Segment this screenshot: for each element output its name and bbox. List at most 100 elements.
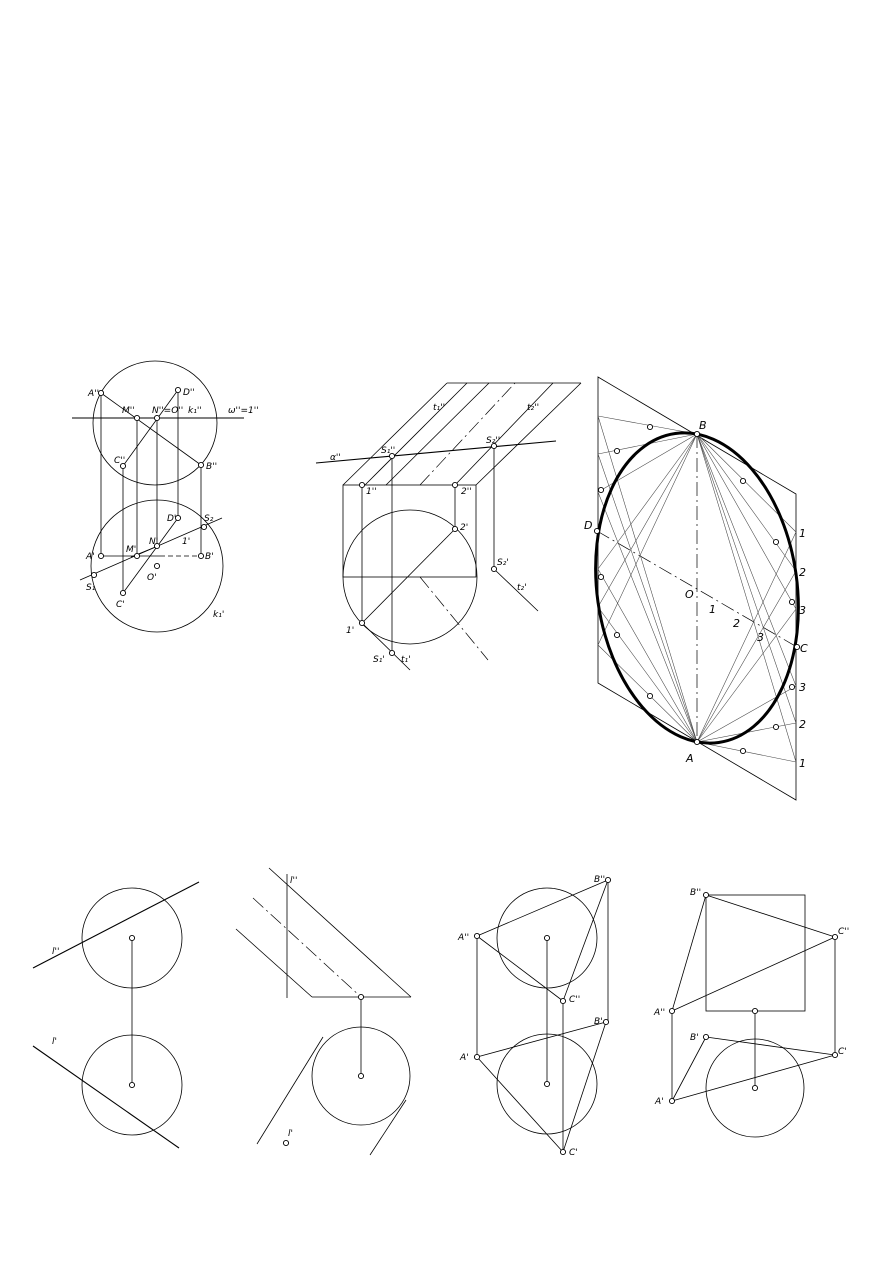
construction-point <box>490 442 498 450</box>
construction-line <box>252 897 362 998</box>
construction-point <box>197 461 205 469</box>
construction-line <box>696 531 797 743</box>
figure-4: l'' l' <box>32 881 200 1149</box>
construction-point <box>751 1007 759 1015</box>
construction-line <box>597 433 698 646</box>
construction-point <box>197 552 205 560</box>
construction-point <box>602 1018 610 1026</box>
point-label: 2 <box>733 617 740 630</box>
point-label: B'' <box>594 875 605 885</box>
construction-point <box>174 514 182 522</box>
construction-point <box>133 552 141 560</box>
construction-line <box>342 382 448 486</box>
construction-point <box>702 1033 710 1041</box>
construction-point <box>357 993 365 1001</box>
construction-point <box>772 723 780 731</box>
point-label: 2' <box>460 523 468 533</box>
point-label: A' <box>459 1053 469 1063</box>
construction-line <box>597 606 698 743</box>
construction-point <box>388 649 396 657</box>
construction-point <box>357 1072 365 1080</box>
point-label: 2'' <box>461 487 472 497</box>
point-label: 2 <box>799 566 806 579</box>
construction-line <box>562 1021 607 1153</box>
figure-7: B'' C'' A'' B' C' A' <box>653 888 849 1138</box>
construction-point <box>788 598 796 606</box>
point-label: 1' <box>182 537 190 547</box>
construction-line <box>385 382 490 486</box>
alpha-trace <box>315 440 557 464</box>
construction-line <box>597 433 698 608</box>
construction-point <box>831 933 839 941</box>
construction-line <box>696 433 797 572</box>
construction-line <box>696 433 797 610</box>
point-label: 3 <box>799 681 806 694</box>
point-label: l' <box>52 1037 57 1047</box>
point-label: S₂ <box>204 514 214 524</box>
point-label: 2 <box>799 718 806 731</box>
construction-line <box>597 453 698 743</box>
construction-line <box>562 879 609 1002</box>
point-label: B'' <box>206 462 217 472</box>
construction-point <box>119 589 127 597</box>
point-label: ω''=1'' <box>228 406 259 416</box>
construction-point <box>739 477 747 485</box>
construction-point <box>128 934 136 942</box>
construction-line <box>493 568 539 612</box>
construction-line <box>475 382 582 486</box>
point-label: S₁'' <box>381 446 395 456</box>
circle-frontal-projection <box>92 360 218 486</box>
construction-line <box>361 622 411 671</box>
construction-line <box>364 382 468 486</box>
point-label: M'' <box>122 406 135 416</box>
fig3-ellipse <box>594 431 800 745</box>
construction-point <box>543 1080 551 1088</box>
figure-3: B D O 1 2 3 C A 1 2 3 3 2 1 <box>584 376 808 801</box>
point-label: A'' <box>87 389 99 399</box>
point-label: B' <box>690 1033 699 1043</box>
construction-line <box>671 1036 707 1102</box>
construction-line <box>597 415 698 743</box>
construction-line <box>454 382 554 486</box>
construction-point <box>772 538 780 546</box>
point-label: S₁ <box>86 583 96 593</box>
point-label: t₁'' <box>433 403 445 413</box>
point-label: t₂' <box>517 583 527 593</box>
construction-point <box>128 1081 136 1089</box>
point-label: B' <box>205 552 214 562</box>
construction-point <box>702 891 710 899</box>
point-label: C' <box>569 1148 578 1158</box>
construction-line <box>705 894 836 938</box>
point-label: 1 <box>799 527 806 540</box>
figure-1: A'' M'' N''=O'' D'' k₁'' ω''=1'' C'' B''… <box>72 360 259 633</box>
construction-point <box>788 683 796 691</box>
construction-point <box>451 481 459 489</box>
point-label: D'' <box>183 388 195 398</box>
construction-line <box>597 433 698 570</box>
construction-point <box>604 876 612 884</box>
construction-point <box>97 389 105 397</box>
construction-line <box>705 1036 836 1056</box>
construction-point <box>739 747 747 755</box>
point-label: C' <box>116 600 125 610</box>
point-label: 3 <box>757 631 764 644</box>
construction-line <box>696 608 797 743</box>
construction-point <box>358 619 366 627</box>
construction-point <box>597 486 605 494</box>
line-l-horizontal <box>32 1045 180 1149</box>
construction-point <box>693 738 701 746</box>
fig3-points <box>593 423 801 755</box>
figure-6: B'' A'' C'' B' A' C' <box>457 875 612 1158</box>
construction-point <box>473 1053 481 1061</box>
fig2-points <box>358 442 498 657</box>
figure-2: t₁'' t₂'' α'' S₁'' S₂'' 1'' 2'' 2' S₂' t… <box>315 382 582 671</box>
construction-line <box>100 392 202 466</box>
point-label: A'' <box>457 933 469 943</box>
construction-point <box>559 997 567 1005</box>
point-label: A'' <box>653 1008 665 1018</box>
construction-line <box>369 1099 407 1156</box>
point-label: k₁' <box>213 610 224 620</box>
point-label: 1 <box>799 757 806 770</box>
construction-line <box>696 433 797 724</box>
point-label: A' <box>85 552 95 562</box>
